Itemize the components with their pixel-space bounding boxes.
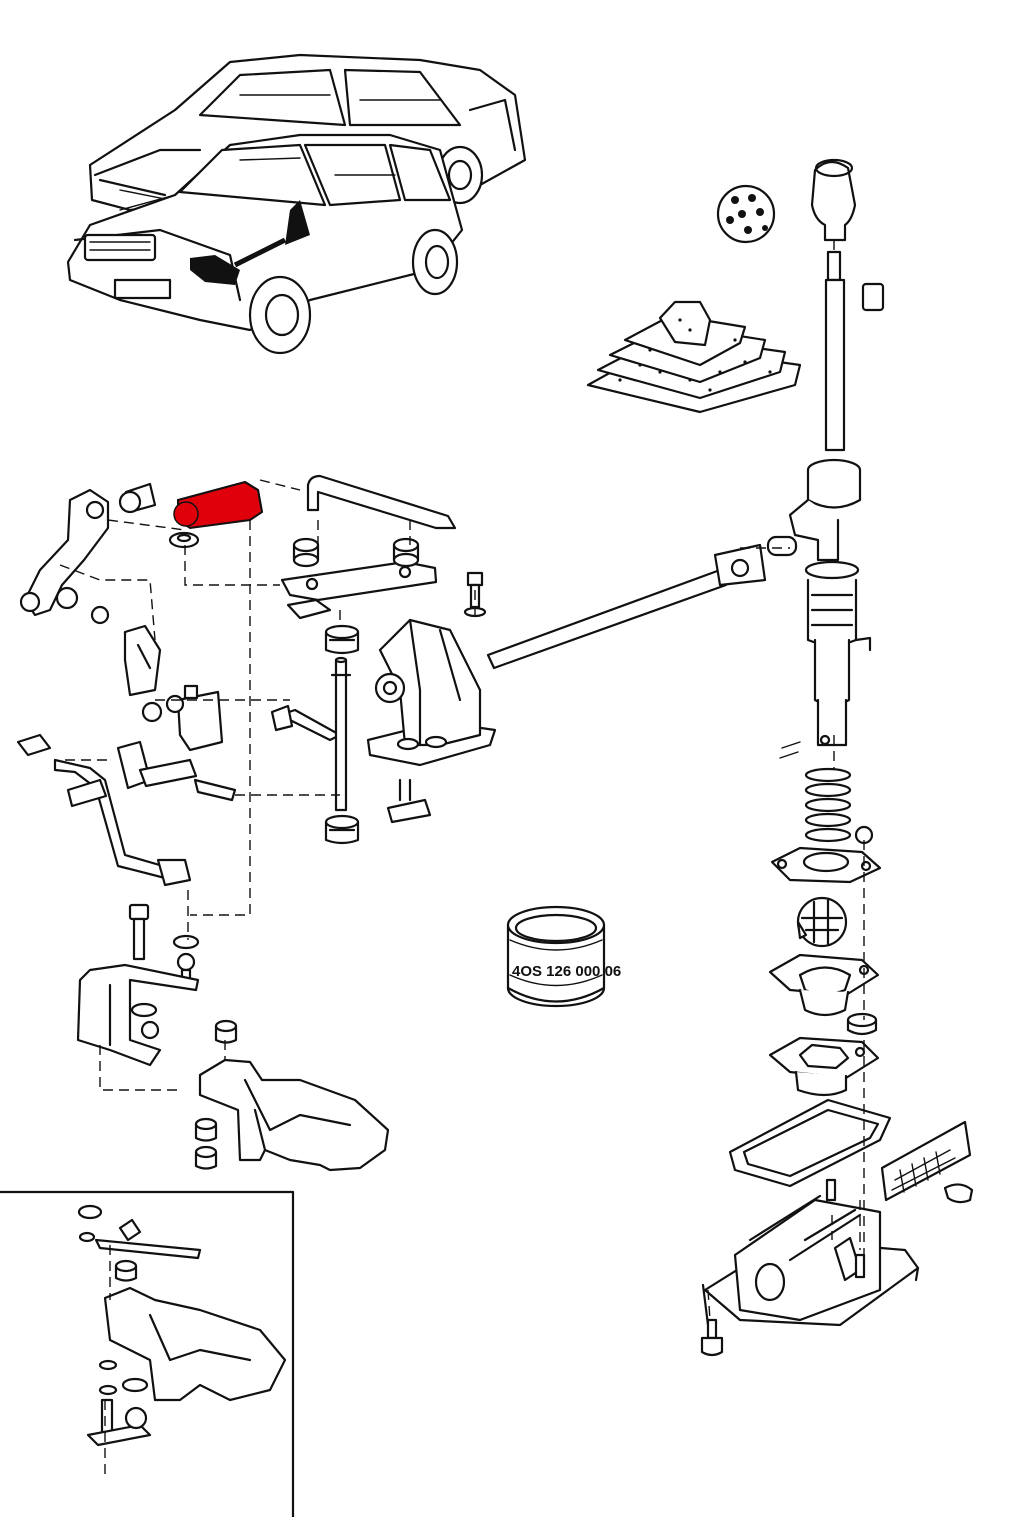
pivot-ball [796,896,848,948]
gearbox-support-arm [198,1058,390,1172]
support-bracket [366,618,497,767]
hatchback-car [66,133,464,355]
pivot-pin [330,656,352,812]
shift-knob-ball [716,184,776,244]
shift-knob-tapered [810,158,857,282]
linkage-bracket [19,488,110,625]
repair-kit-sleeve: 4OS 126 000 06 [506,905,621,1008]
selector-lever [116,740,237,802]
pin-bush-lower [324,814,360,845]
lower-bolt [128,903,150,961]
gear-position-plate [880,1120,974,1204]
shift-boot [586,300,802,414]
lever-pivot-assembly [779,560,872,759]
selector-block [141,684,224,752]
guide-bushing [846,1012,878,1036]
shift-lever-rod [824,278,885,452]
ball-socket-plate [768,953,880,1017]
mounting-plate [280,537,438,620]
guide-clip [123,624,162,697]
rubber-bush [118,482,157,514]
housing-gasket [728,1098,892,1188]
shift-rod [486,543,767,670]
lower-relay-bracket [76,963,200,1067]
bracket-bolt [270,704,342,742]
inset-box [0,1190,295,1517]
pin-bush-upper [324,624,360,655]
housing-bolt [700,1318,724,1357]
vehicle-illustration [66,53,527,355]
upper-flange [770,846,882,884]
selector-pull-rod [306,474,457,530]
assembly-reference-lines [59,240,865,1480]
selector-housing [701,1178,920,1327]
return-spring [804,767,874,845]
highlighted-relay-lever [173,480,264,530]
part-number-label: 4OS 126 000 06 [512,963,621,980]
lower-socket-plate [768,1036,880,1097]
lever-washer [168,531,200,549]
bracket-clip [386,778,432,824]
mount-bushes [194,1019,238,1170]
selector-rod-end [16,733,192,887]
lever-bearing-housing [766,458,862,562]
